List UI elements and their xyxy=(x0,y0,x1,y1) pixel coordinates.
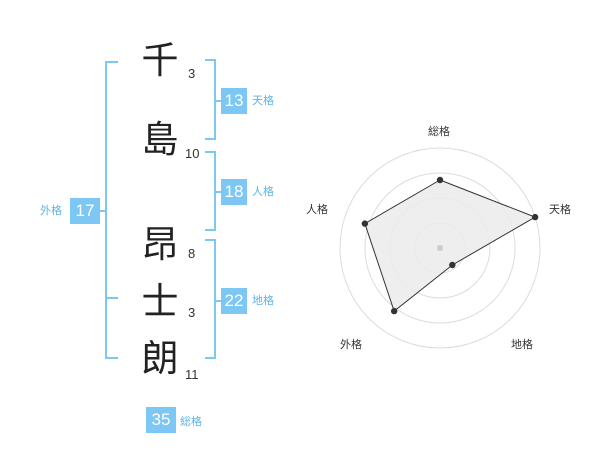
soukaku-value: 35 xyxy=(146,407,176,433)
fortune-radar-chart xyxy=(339,147,541,349)
chikaku-bracket xyxy=(205,239,221,359)
gaikaku-label: 外格 xyxy=(40,204,62,217)
soukaku-label: 総格 xyxy=(180,415,202,428)
radar-point-5 xyxy=(361,220,369,227)
radar-point-2 xyxy=(531,213,539,221)
name-char-2: 島 xyxy=(141,118,179,161)
tenkaku-bracket xyxy=(205,59,221,140)
radar-point-4 xyxy=(390,307,398,315)
radar-center xyxy=(437,245,443,251)
name-char-5: 朗 xyxy=(141,337,179,380)
stroke-count-5: 11 xyxy=(185,367,199,382)
radar-label-tenkaku: 天格 xyxy=(549,203,571,216)
name-char-4: 士 xyxy=(141,280,179,323)
chikaku-label: 地格 xyxy=(252,294,274,307)
chikaku-value: 22 xyxy=(221,288,247,314)
radar-label-gaikaku: 外格 xyxy=(340,338,362,351)
radar-label-jinkaku: 人格 xyxy=(306,203,328,216)
jinkaku-value: 18 xyxy=(221,179,247,205)
jinkaku-bracket xyxy=(205,151,221,231)
stroke-count-2: 10 xyxy=(185,146,200,161)
radar-polygon xyxy=(364,179,537,312)
tenkaku-value: 13 xyxy=(221,88,247,114)
radar-point-3 xyxy=(449,261,456,269)
stroke-count-1: 3 xyxy=(188,66,196,81)
stroke-count-3: 8 xyxy=(188,246,196,261)
stroke-count-4: 3 xyxy=(188,305,196,320)
gaikaku-value: 17 xyxy=(70,198,100,224)
name-char-3: 昂 xyxy=(141,223,179,266)
radar-point-1 xyxy=(436,176,444,184)
tenkaku-label: 天格 xyxy=(252,94,274,107)
radar-label-chikaku: 地格 xyxy=(511,338,533,351)
name-char-1: 千 xyxy=(141,39,179,82)
radar-label-soukaku: 総格 xyxy=(428,125,450,138)
jinkaku-label: 人格 xyxy=(252,185,274,198)
